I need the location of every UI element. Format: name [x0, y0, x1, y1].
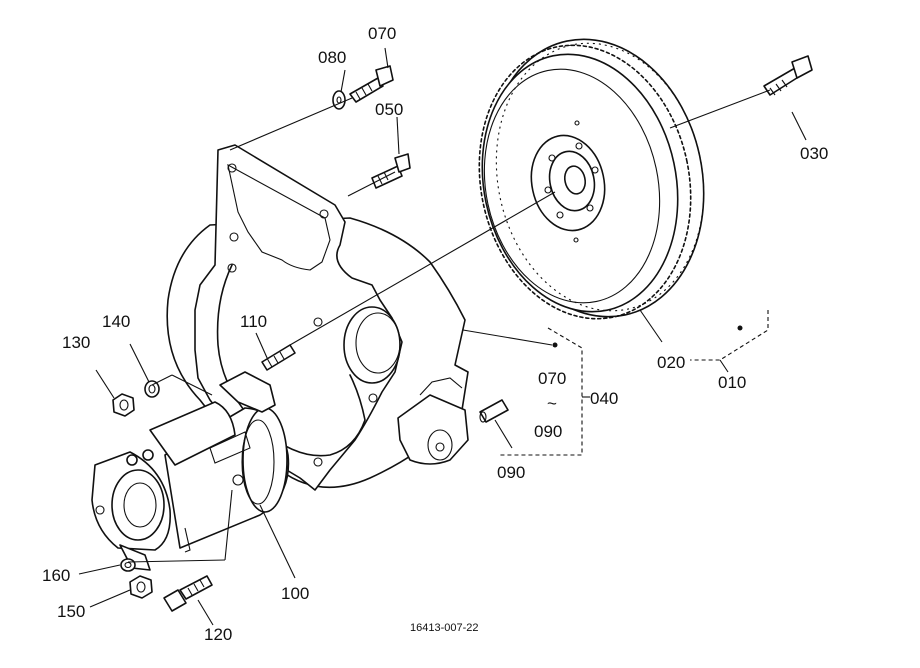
label-020: 020: [657, 353, 685, 372]
starter-motor-100: [91, 371, 290, 571]
label-050: 050: [375, 100, 403, 119]
label-120: 120: [204, 625, 232, 644]
leader-lines: [78, 47, 807, 626]
label-070: 070: [368, 24, 396, 43]
bolt-120: [163, 575, 213, 612]
bolt-070: [349, 65, 394, 103]
label-150: 150: [57, 602, 85, 621]
stud-110: [261, 344, 296, 371]
label-140: 140: [102, 312, 130, 331]
label-090: 090: [497, 463, 525, 482]
label-110: 110: [240, 312, 267, 331]
washer-140: [144, 380, 160, 398]
stud-050: [371, 153, 411, 189]
nut-150: [129, 575, 153, 599]
label-010: 010: [718, 373, 746, 392]
label-040: 040: [590, 389, 618, 408]
nut-130: [112, 393, 135, 417]
label-100: 100: [281, 584, 309, 603]
label-range-end: 090: [534, 422, 562, 441]
flywheel-020: [478, 38, 705, 320]
label-030: 030: [800, 144, 828, 163]
washer-080: [332, 90, 346, 110]
label-080: 080: [318, 48, 346, 67]
label-range-tilde: ~: [547, 394, 557, 413]
label-range-start: 070: [538, 369, 566, 388]
drawing-number: 16413-007-22: [410, 622, 479, 634]
washer-160: [120, 558, 136, 572]
label-130: 130: [62, 333, 90, 352]
bolt-030: [763, 55, 813, 96]
pin-090: [479, 399, 509, 423]
label-160: 160: [42, 566, 70, 585]
